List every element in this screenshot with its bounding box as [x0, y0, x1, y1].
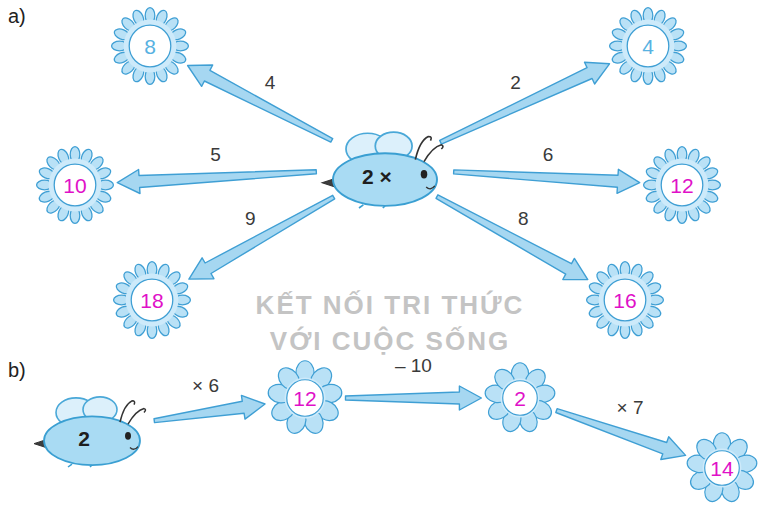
arrow-connector [454, 169, 640, 193]
bee-number: 2 [78, 428, 90, 449]
bee-part [44, 416, 140, 465]
arrow-connector [188, 65, 333, 142]
edge-label: 8 [516, 208, 531, 229]
flower-number: 16 [613, 290, 636, 311]
bee-node: 2 × [320, 128, 450, 208]
edge-label: – 10 [393, 355, 434, 376]
flower-node: 12 [642, 145, 722, 225]
flower-center [604, 279, 646, 321]
arrow-connector [346, 386, 482, 410]
flower-number: 4 [642, 36, 654, 57]
part-label: b) [8, 360, 26, 380]
bee-part [68, 464, 92, 467]
watermark: VỚI CUỘC SỐNG [270, 328, 510, 354]
flower-number: 2 [514, 388, 526, 409]
part-label: a) [8, 6, 26, 26]
flower-number: 10 [63, 175, 86, 196]
bee-part [424, 145, 443, 162]
flower-node: 4 [608, 6, 688, 86]
bee-part [426, 186, 435, 189]
edge-label: 4 [263, 72, 278, 93]
edge-label: 6 [541, 144, 556, 165]
flower-number: 12 [670, 175, 693, 196]
flower-center [287, 380, 323, 416]
edge-label: 5 [208, 144, 223, 165]
flower-center [705, 451, 740, 486]
arrow-connector [440, 62, 610, 144]
bee-part [130, 447, 138, 450]
flower-center [661, 164, 703, 206]
bee-node: 2 [32, 393, 152, 467]
flower-node: 2 [484, 362, 556, 434]
bee-part [359, 205, 385, 208]
bee-part [120, 401, 135, 422]
flower-center [627, 25, 669, 67]
flower-core [501, 379, 540, 418]
flower-number: 14 [710, 458, 733, 479]
flower-core [703, 449, 742, 488]
bee-number: 2 × [362, 166, 392, 187]
arrow-connector [189, 195, 335, 279]
flower-core [622, 20, 675, 73]
bee-part [128, 409, 146, 425]
flower-number: 8 [144, 36, 156, 57]
flower-node: 8 [110, 6, 190, 86]
flower-node: 18 [112, 260, 192, 340]
flower-core [656, 159, 709, 212]
arrow-connector [117, 170, 316, 194]
flower-core [49, 159, 102, 212]
edge-label: 9 [243, 208, 258, 229]
flower-node: 10 [35, 145, 115, 225]
flower-center [129, 25, 171, 67]
flower-center [54, 164, 96, 206]
edge-label: × 6 [190, 375, 221, 396]
flower-core [284, 377, 325, 418]
flower-core [126, 274, 179, 327]
arrow-connector [154, 395, 265, 422]
flower-number: 12 [293, 388, 316, 409]
flower-number: 18 [140, 290, 163, 311]
flower-node: 16 [585, 260, 665, 340]
edge-label: × 7 [615, 397, 646, 418]
bee-part [421, 170, 428, 178]
flower-core [599, 274, 652, 327]
flower-core [124, 20, 177, 73]
bee-shape [32, 393, 152, 467]
bee-part [415, 136, 431, 159]
flower-center [131, 279, 173, 321]
edge-label: 2 [508, 72, 523, 93]
watermark: KẾT NỐI TRI THỨC [256, 292, 525, 318]
bee-part [125, 432, 131, 440]
arrow-connector [436, 195, 588, 280]
flower-node: 12 [267, 360, 343, 436]
flower-node: 14 [686, 432, 758, 504]
flower-center [503, 381, 538, 416]
bee-part [333, 153, 437, 206]
